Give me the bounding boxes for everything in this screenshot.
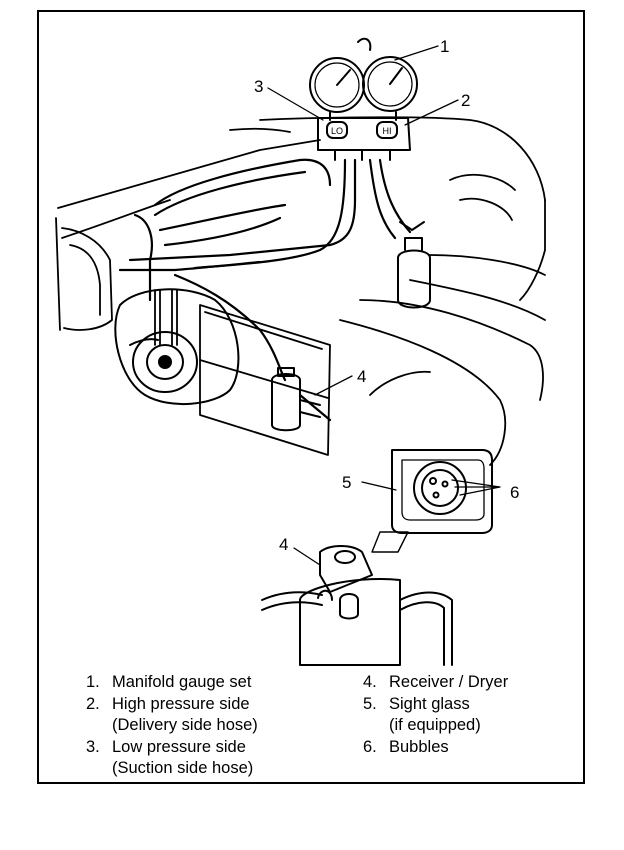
legend-number: 4. — [363, 673, 377, 691]
legend-item: 6. Bubbles — [363, 737, 508, 759]
legend-number — [86, 758, 112, 780]
callout-2: 2 — [461, 91, 470, 110]
refrigerant-can — [397, 221, 431, 309]
callout-5: 5 — [342, 473, 351, 492]
leader-lines — [267, 45, 501, 566]
manifold-gauge-set — [309, 37, 418, 161]
legend-item: 3. Low pressure side — [86, 737, 258, 759]
refrigerant-lines — [118, 158, 412, 422]
legend-number: 6. — [363, 737, 377, 756]
diagram-frame — [37, 10, 585, 784]
hi-gauge-label: HI — [383, 126, 392, 136]
callout-4-lower: 4 — [279, 535, 288, 554]
callout-3: 3 — [254, 77, 263, 96]
legend-text: Low pressure side — [112, 737, 246, 756]
condenser-panel — [199, 304, 331, 456]
legend-item: (Suction side hose) — [86, 758, 258, 780]
legend-number: 1. — [86, 673, 100, 691]
callout-1: 1 — [440, 37, 449, 56]
legend-item: 4. Receiver / Dryer — [363, 672, 508, 694]
legend-number — [86, 715, 112, 737]
legend-text: Sight glass — [389, 694, 470, 713]
legend-text: Receiver / Dryer — [389, 673, 509, 691]
legend-right: 4. Receiver / Dryer 5. Sight glass (if equip… — [363, 672, 508, 758]
receiver-dryer-upper — [271, 367, 321, 432]
legend-item: 5. Sight glass — [363, 694, 508, 716]
legend-left: 1. Manifold gauge set 2. High pressure side… — [86, 672, 258, 780]
legend-text: Manifold gauge set — [112, 673, 252, 691]
legend-text: (Suction side hose) — [112, 759, 254, 777]
legend-item: 2. High pressure side — [86, 694, 258, 716]
callout-4-upper: 4 — [357, 367, 366, 386]
legend-item: (Delivery side hose) — [86, 715, 258, 737]
legend-number: 5. — [363, 694, 377, 713]
sight-glass-inset — [371, 449, 493, 553]
service-hoses — [154, 289, 178, 346]
legend-number — [363, 715, 389, 737]
callout-6: 6 — [510, 483, 519, 502]
legend-text: High pressure side — [112, 694, 250, 713]
legend-number: 3. — [86, 737, 100, 756]
lo-gauge-label: LO — [331, 126, 343, 136]
legend-number: 2. — [86, 694, 100, 713]
legend-text: (Delivery side hose) — [112, 716, 258, 734]
receiver-dryer-lower — [261, 545, 453, 666]
vehicle-body-outline — [55, 116, 546, 466]
legend-text: (if equipped) — [389, 716, 481, 734]
legend-item: 1. Manifold gauge set — [86, 672, 258, 694]
compressor — [114, 288, 240, 406]
legend-text: Bubbles — [389, 737, 449, 756]
legend-item: (if equipped) — [363, 715, 508, 737]
